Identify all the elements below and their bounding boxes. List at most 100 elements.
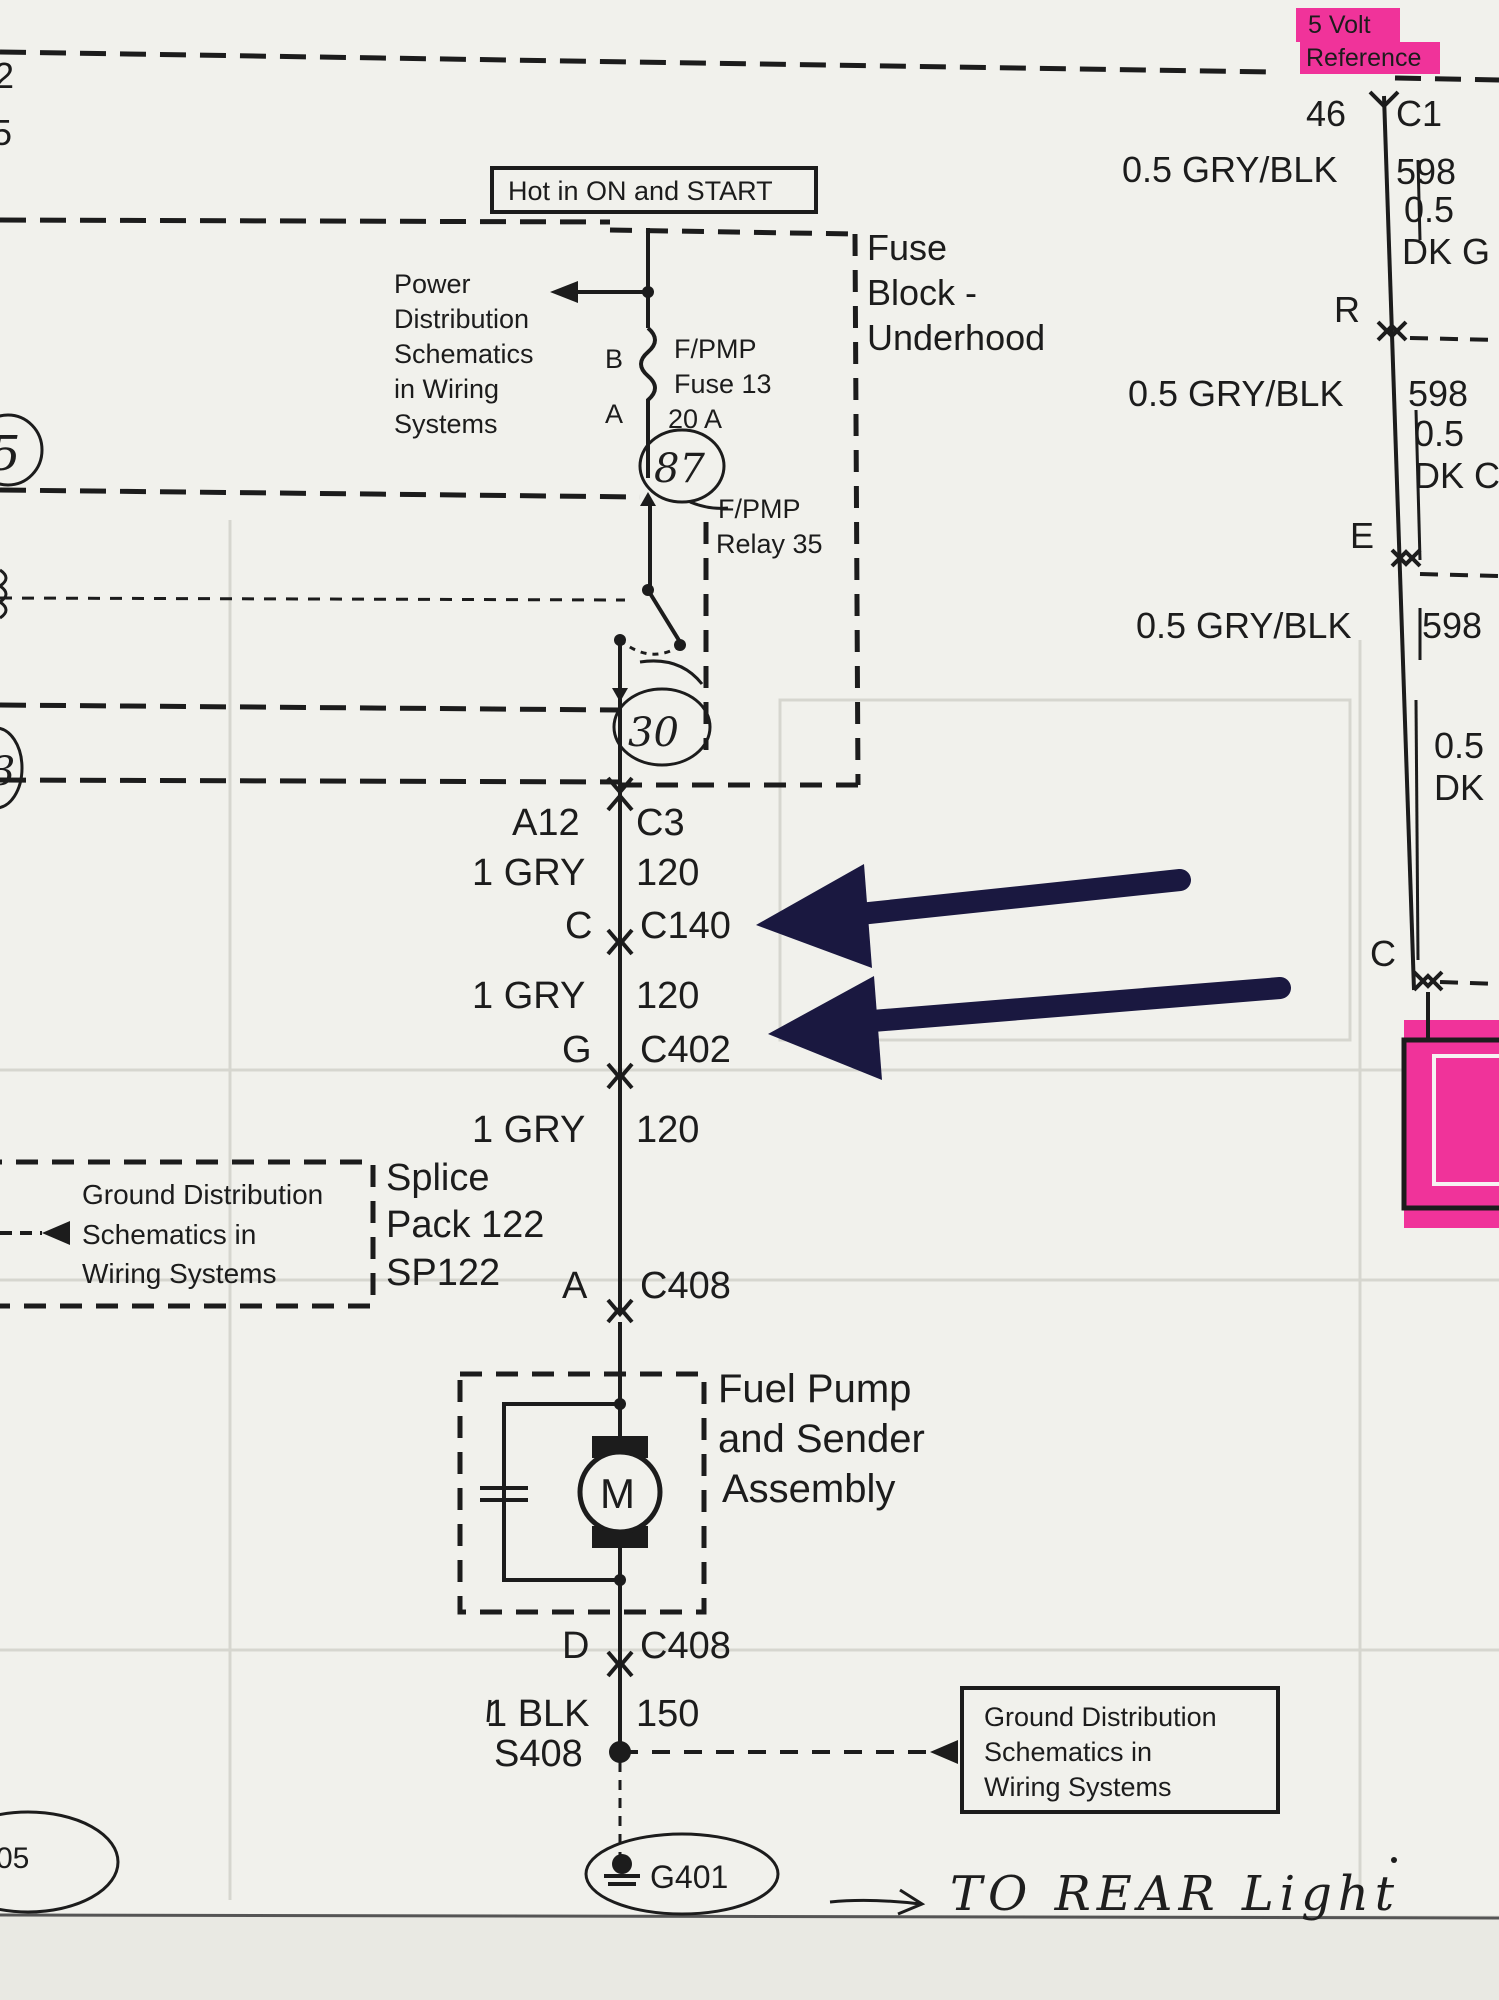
d-connector: C408 — [640, 1625, 731, 1667]
connector-chevrons — [606, 776, 634, 1678]
svg-text:in Wiring: in Wiring — [394, 374, 499, 404]
c408-connector: C408 — [640, 1265, 731, 1307]
right-w1-alt-gauge: 0.5 — [1404, 189, 1454, 230]
power-dist-arrow-icon — [550, 281, 578, 303]
power-distribution-label: Power Distribution Schematics in Wiring … — [394, 269, 534, 439]
reference-highlight — [1296, 8, 1400, 42]
relay-30-circle — [612, 687, 712, 767]
left-squiggle — [0, 568, 8, 620]
fuel-pump-line2: and Sender — [718, 1417, 925, 1461]
c402-connector: C402 — [640, 1029, 731, 1071]
splice-pack-line3: SP122 — [386, 1252, 500, 1294]
svg-text:Schematics in: Schematics in — [82, 1219, 256, 1250]
left-circle-lower — [0, 726, 24, 810]
top-left-fragment-2: 2 — [0, 55, 14, 96]
c3-connector: C3 — [636, 802, 685, 844]
right-dashed-lines — [1409, 336, 1499, 986]
fuse-number: Fuse 13 — [674, 369, 772, 399]
ground-wire-circuit: 150 — [636, 1693, 699, 1735]
svg-text:Systems: Systems — [394, 409, 498, 439]
right-w2-alt-color: DK C — [1414, 455, 1499, 496]
ground-g401: G401 — [650, 1859, 728, 1895]
ground-dist-right-arrow-icon — [930, 1740, 958, 1764]
ground-symbol-icon — [604, 1854, 640, 1886]
pointer-arrow-upper — [756, 864, 1191, 968]
dashed-lines-left — [0, 49, 1499, 785]
motor-icon — [577, 1449, 663, 1535]
top-left-fragment-5: 5 — [0, 112, 12, 153]
r-pin: R — [1334, 289, 1360, 330]
right-wire-secondary — [1414, 409, 1422, 561]
relay-name: F/PMP — [718, 494, 801, 524]
right-w1-gauge: 0.5 GRY/BLK — [1122, 149, 1337, 190]
right-wire-chevrons — [1368, 90, 1444, 992]
right-w3-circuit: 598 — [1422, 605, 1482, 646]
wire3-gauge: 1 GRY — [472, 1109, 585, 1151]
c140-pin: C — [565, 905, 592, 947]
fuse-pin-a: A — [605, 399, 623, 429]
main-wire-top — [618, 228, 652, 800]
splice-s408: S408 — [494, 1733, 583, 1775]
splice-pack-line1: Splice — [386, 1157, 490, 1199]
c408-pin: A — [562, 1265, 588, 1307]
relay-switch-blade — [646, 588, 682, 644]
wire3-circuit: 120 — [636, 1109, 699, 1151]
left-circle-upper — [0, 413, 44, 487]
svg-text:Wiring Systems: Wiring Systems — [82, 1258, 276, 1289]
bleed-through-lines — [0, 520, 1499, 1900]
relay-30-hook — [639, 659, 704, 685]
c140-connector: C140 — [640, 905, 731, 947]
pointer-arrow-lower — [768, 976, 1291, 1080]
right-w2-circuit: 598 — [1408, 373, 1468, 414]
right-w1-circuit: 598 — [1396, 151, 1456, 192]
fuse-symbol-icon — [639, 326, 657, 420]
g401-circle — [584, 1832, 780, 1916]
reference-line1: 5 Volt — [1308, 11, 1371, 39]
fuse-pin-b: B — [605, 344, 623, 374]
svg-text:Ground Distribution: Ground Distribution — [82, 1179, 323, 1210]
fuse-block-title-line3: Underhood — [867, 317, 1045, 358]
ground-dist-left-label: Ground Distribution Schematics in Wiring… — [82, 1179, 323, 1289]
wire1-circuit: 120 — [636, 852, 699, 894]
right-component-highlight — [1404, 1020, 1499, 1228]
pump-top-junction — [614, 1398, 626, 1410]
e-pin: E — [1350, 515, 1374, 556]
ground-dist-left-arrow-icon — [42, 1221, 70, 1245]
hot-label: Hot in ON and START — [508, 176, 773, 206]
svg-text:Schematics in: Schematics in — [984, 1737, 1152, 1767]
c3-pin: A12 — [512, 802, 580, 844]
bottom-left-circle — [0, 1810, 120, 1914]
right-w4-alt-gauge: 0.5 — [1434, 725, 1484, 766]
fuel-pump-line3: Assembly — [722, 1467, 895, 1511]
fuse-block-title-line1: Fuse — [867, 227, 947, 268]
right-w4-alt-color: DK — [1434, 767, 1484, 808]
bottom-left-label: 05 — [0, 1842, 29, 1875]
handwritten-note: TO REAR Light — [950, 1866, 1400, 1922]
note-arrow-icon — [829, 1888, 926, 1916]
handwritten-dot — [1391, 1857, 1397, 1863]
ground-dist-right-box — [960, 1686, 1280, 1814]
fuse-block-title-line2: Block - — [867, 272, 977, 313]
c1-pin: 46 — [1306, 93, 1346, 134]
pump-bottom-junction — [614, 1574, 626, 1586]
wire2-circuit: 120 — [636, 975, 699, 1017]
right-w2-gauge: 0.5 GRY/BLK — [1128, 373, 1343, 414]
right-component-inner — [1432, 1054, 1499, 1186]
splice-pack-line2: Pack 122 — [386, 1204, 544, 1246]
c402-pin: G — [562, 1029, 592, 1071]
left-circle-lower-label: 3 — [0, 749, 15, 795]
ground-dist-right-label: Ground Distribution Schematics in Wiring… — [984, 1702, 1217, 1802]
svg-text:Wiring Systems: Wiring Systems — [984, 1772, 1172, 1802]
relay-30-arrow-icon — [612, 688, 628, 702]
relay-87-circle — [638, 428, 726, 504]
relay-87-arrow-icon — [640, 492, 656, 506]
svg-text:Schematics: Schematics — [394, 339, 534, 369]
svg-text:Ground Distribution: Ground Distribution — [984, 1702, 1217, 1732]
right-wire-tertiary — [1414, 699, 1420, 961]
svg-text:Power: Power — [394, 269, 471, 299]
relay-number: Relay 35 — [716, 529, 823, 559]
relay-87-tail — [689, 500, 729, 510]
right-w3-gauge: 0.5 GRY/BLK — [1136, 605, 1351, 646]
fuse-name: F/PMP — [674, 334, 757, 364]
